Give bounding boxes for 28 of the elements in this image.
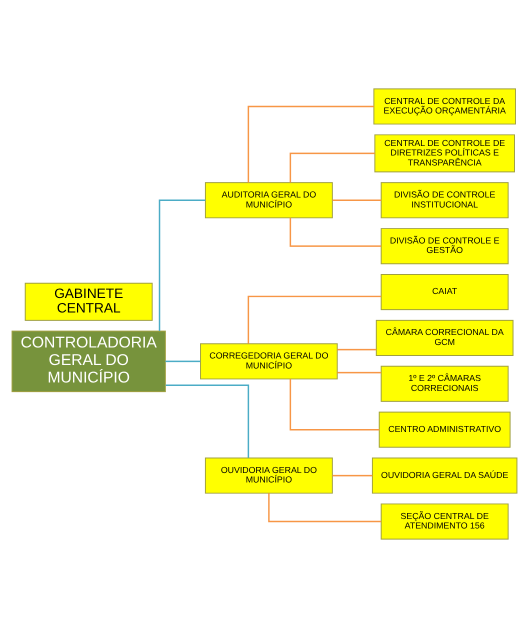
node-box: CONTROLADORIA GERAL DO MUNICÍPIO — [12, 330, 166, 392]
node-box: CAIAT — [380, 273, 509, 310]
connector — [337, 371, 381, 373]
connector — [337, 348, 376, 350]
node-box: SEÇÃO CENTRAL DE ATENDIMENTO 156 — [380, 502, 509, 540]
node-box: GABINETE CENTRAL — [24, 282, 153, 320]
connector — [248, 105, 374, 182]
connector — [165, 360, 200, 362]
node-box: AUDITORIA GERAL DO MUNICÍPIO — [204, 182, 333, 218]
connector — [166, 384, 250, 458]
node-box: DIVISÃO DE CONTROLE INSTITUCIONAL — [380, 182, 509, 218]
node-box: CENTRAL DE CONTROLE DA EXECUÇÃO ORÇAMENTÁRIA — [373, 88, 516, 124]
connector — [158, 199, 206, 331]
connector — [290, 152, 375, 182]
connector — [332, 474, 372, 476]
node-box: CENTRO ADMINISTRATIVO — [378, 411, 511, 448]
connector — [332, 199, 382, 200]
node-box: CORREGEDORIA GERAL DO MUNICÍPIO — [200, 342, 338, 379]
node-box: 1º E 2º CÂMARAS CORRECIONAIS — [380, 365, 509, 402]
node-box: DIVISÃO DE CONTROLE E GESTÃO — [380, 228, 509, 264]
node-box: OUVIDORIA GERAL DA SAÚDE — [372, 457, 518, 494]
connector — [268, 492, 381, 522]
connector — [248, 295, 381, 344]
node-box: OUVIDORIA GERAL DO MUNICÍPIO — [204, 457, 333, 494]
node-box: CENTRAL DE CONTROLE DE DIRETRIZES POLÍTICAS E TRANSPARÊNCIA — [374, 134, 515, 172]
node-box: CÂMARA CORRECIONAL DA GCM — [376, 319, 514, 356]
connector — [290, 217, 382, 246]
connector — [290, 378, 380, 430]
